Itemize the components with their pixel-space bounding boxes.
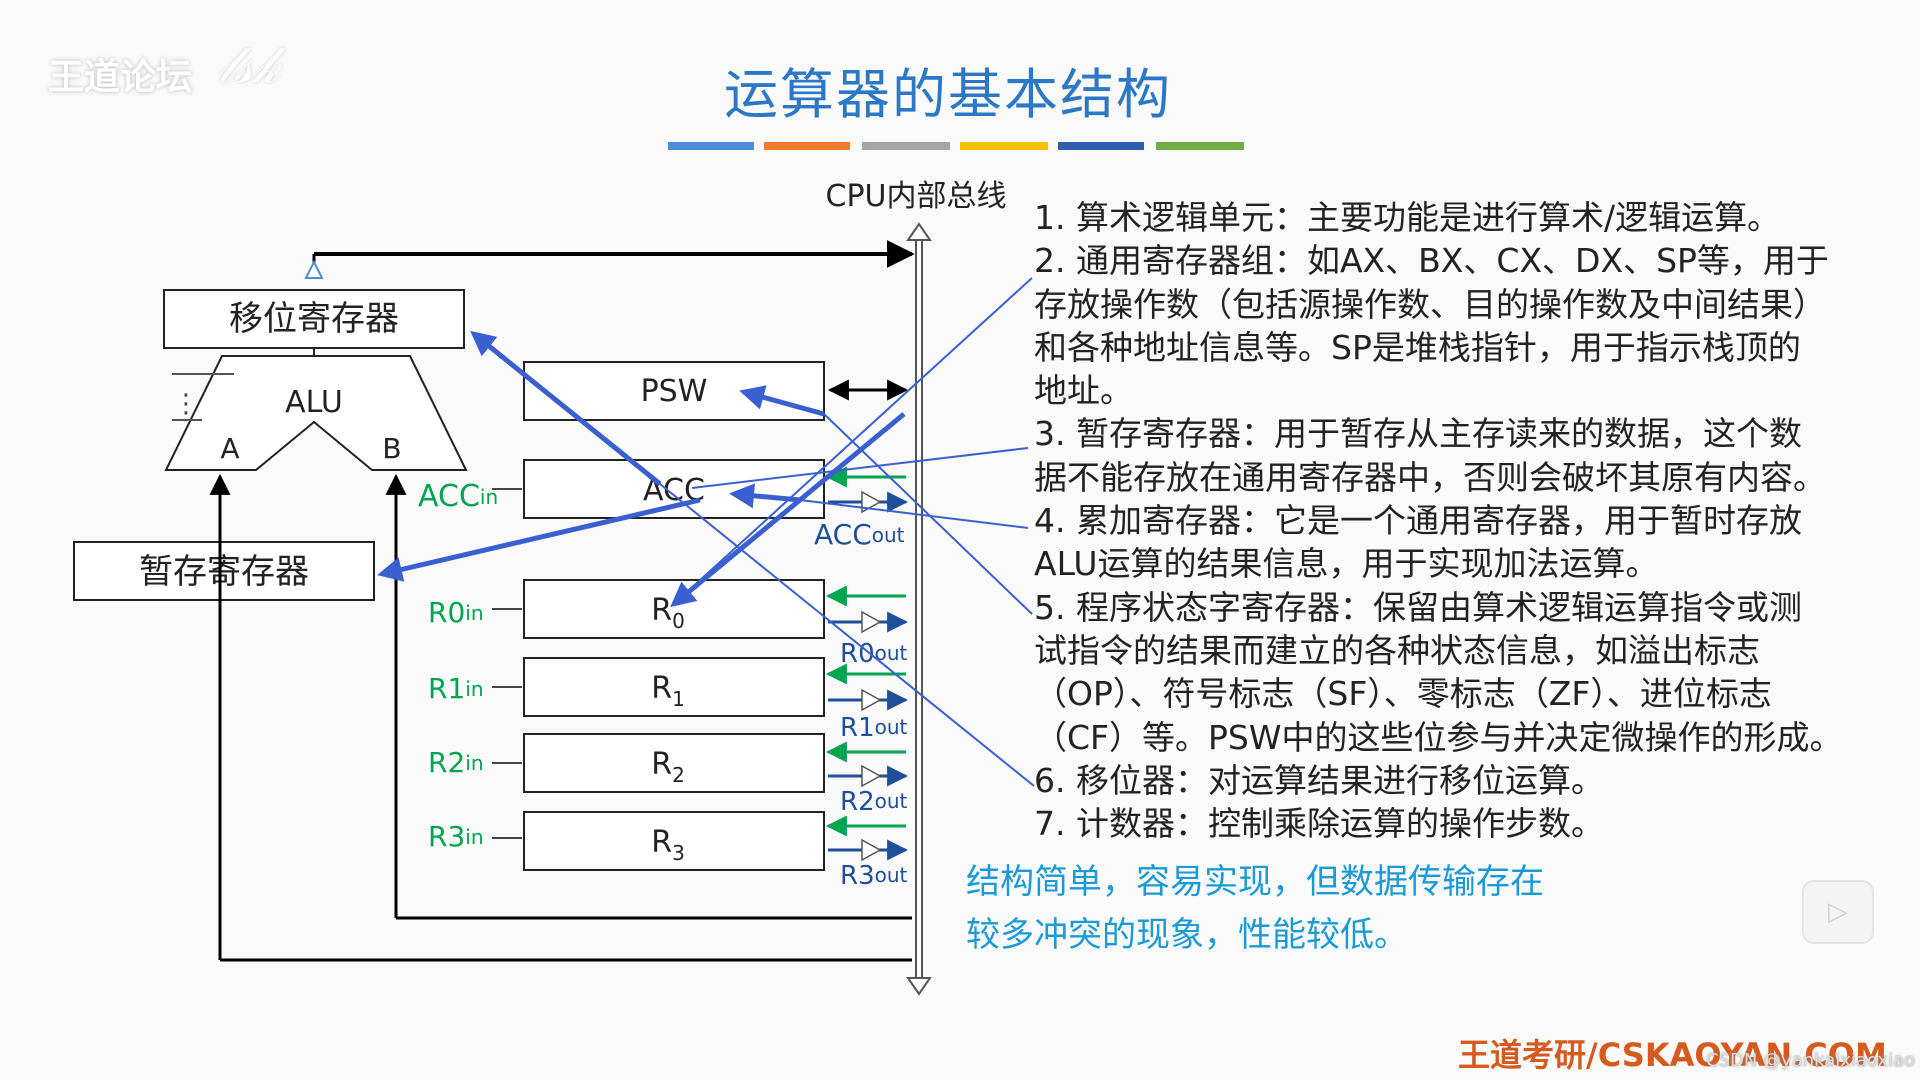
svg-text:R1: R1 [651, 671, 685, 711]
svg-text:R3in: R3in [428, 820, 484, 853]
alu-label: ALU [285, 385, 343, 420]
desc-line: 存放操作数（包括源操作数、目的操作数及中间结果） [1034, 284, 1826, 324]
temp-register-label: 暂存寄存器 [139, 552, 309, 592]
acc-out-label: ACCout [814, 518, 905, 551]
csdn-watermark: CSDN @yankaixiaoxiao [1706, 1050, 1916, 1071]
bus-label: CPU内部总线 [826, 179, 1007, 214]
accent-bar-2 [764, 142, 850, 150]
svg-text:R3: R3 [651, 825, 685, 865]
accent-bar-6 [1156, 142, 1244, 150]
summary-line: 结构简单，容易实现，但数据传输存在 [966, 862, 1544, 902]
desc-line: 1. 算术逻辑单元：主要功能是进行算术/逻辑运算。 [1034, 198, 1781, 237]
summary-text: 结构简单，容易实现，但数据传输存在 较多冲突的现象，性能较低。 [966, 856, 1544, 962]
desc-line: 和各种地址信息等。SP是堆栈指针，用于指示栈顶的 [1034, 327, 1801, 367]
psw-label: PSW [641, 374, 708, 409]
svg-text:R1out: R1out [840, 713, 908, 743]
desc-line: 4. 累加寄存器：它是一个通用寄存器，用于暂时存放 [1034, 501, 1802, 541]
desc-line: 5. 程序状态字寄存器：保留由算术逻辑运算指令或测 [1034, 587, 1802, 627]
accent-bar-3 [862, 142, 950, 150]
desc-line: 据不能存放在通用寄存器中，否则会破坏其原有内容。 [1034, 457, 1826, 497]
register-r2: R2 R2in R2out [428, 733, 909, 817]
svg-text:R2in: R2in [428, 746, 484, 779]
desc-line: （OP）、符号标志（SF）、零标志（ZF）、进位标志 [1034, 674, 1772, 714]
play-icon[interactable]: ▷ [1802, 880, 1874, 944]
wangdao-forum-watermark: 王道论坛 [48, 57, 193, 98]
alu-control-lines [172, 373, 234, 421]
accent-bar-5 [1058, 142, 1144, 150]
component-descriptions: 1. 算术逻辑单元：主要功能是进行算术/逻辑运算。 2. 通用寄存器组：如AX、… [1034, 196, 1894, 845]
svg-text:R0in: R0in [428, 596, 484, 629]
psw-register-box [523, 361, 825, 421]
svg-text:R1in: R1in [428, 672, 484, 705]
desc-line: 7. 计数器：控制乘除运算的操作步数。 [1034, 804, 1604, 844]
desc-line: （CF）等。PSW中的这些位参与并决定微操作的形成。 [1034, 717, 1843, 757]
brand-footer: 王道考研/CSKAOYAN.COM [1458, 1036, 1887, 1074]
summary-line: 较多冲突的现象，性能较低。 [966, 915, 1408, 955]
desc-line: 地址。 [1034, 371, 1133, 411]
desc-line: 2. 通用寄存器组：如AX、BX、CX、DX、SP等，用于 [1034, 241, 1829, 281]
register-r0: R0 R0in R0out [428, 579, 909, 669]
desc-line: 6. 移位器：对运算结果进行移位运算。 [1034, 760, 1604, 800]
alu-input-paths [209, 473, 912, 962]
desc-line: ALU运算的结果信息，用于实现加法运算。 [1034, 544, 1659, 584]
register-r1: R1 R1in R1out [428, 657, 909, 743]
svg-text:R0out: R0out [840, 639, 908, 669]
register-r3: R3 R3in R3out [428, 811, 909, 891]
alu-shape [164, 355, 468, 471]
svg-text:R0: R0 [651, 593, 685, 633]
desc-line: 试指令的结果而建立的各种状态信息，如溢出标志 [1034, 630, 1760, 670]
slide-title: 运算器的基本结构 [724, 63, 1172, 126]
alu-input-a: A [220, 432, 239, 465]
shifter-to-bus-line [304, 240, 915, 279]
svg-text:R2out: R2out [840, 787, 908, 817]
annotation-arrows [377, 277, 1035, 787]
accent-bar-4 [960, 142, 1048, 150]
cpu-internal-bus [906, 222, 932, 996]
alu-input-b: B [382, 432, 401, 465]
accent-bar-1 [668, 142, 754, 150]
signature-watermark-icon: 𝓁𝓈𝓀 [218, 36, 280, 94]
acc-in-label: ACCin [418, 479, 498, 514]
desc-line: 3. 暂存寄存器：用于暂存从主存读来的数据，这个数 [1034, 414, 1802, 454]
temp-register-box [73, 541, 375, 601]
shift-register-label: 移位寄存器 [229, 299, 399, 339]
svg-text:R3out: R3out [840, 861, 908, 891]
alu-control-dots: ⋮ [173, 389, 199, 419]
svg-text:R2: R2 [651, 747, 685, 787]
